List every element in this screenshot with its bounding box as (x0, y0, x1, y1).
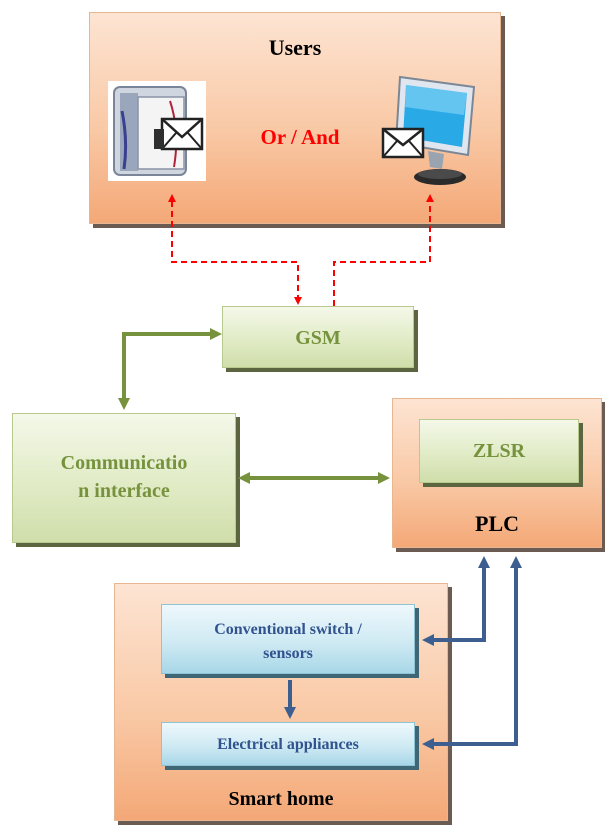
blue-arrow-plc-switch (422, 556, 490, 646)
users-box: Users Or / And (89, 12, 501, 224)
plc-title: PLC (475, 511, 519, 536)
smart-home-title: Smart home (228, 788, 334, 810)
blue-arrow-plc-appliances (422, 556, 522, 750)
red-dashed-arrow-gsm-to-fax (168, 194, 302, 305)
electrical-appliances-label: Electrical appliances (217, 736, 359, 753)
green-arrow-gsm-communication (118, 328, 222, 410)
zlsr-label: ZLSR (472, 440, 526, 462)
communication-interface-line2: n interface (78, 480, 170, 502)
users-title: Users (268, 35, 322, 60)
gsm-box: GSM (222, 306, 414, 368)
envelope-icon (381, 127, 425, 159)
electrical-appliances-box: Electrical appliances (161, 722, 415, 766)
red-dashed-arrow-gsm-to-computer (333, 194, 434, 306)
gsm-label: GSM (295, 327, 341, 349)
conventional-switch-line1: Conventional switch / (214, 621, 362, 638)
conventional-switch-line2: sensors (263, 645, 313, 662)
zlsr-box: ZLSR (419, 419, 579, 483)
smart-home-box: Conventional switch / sensors Electrical… (114, 583, 448, 821)
fax-mail-icon (108, 81, 206, 181)
plc-box: ZLSR PLC (392, 398, 602, 548)
or-and-label: Or / And (260, 125, 340, 149)
conventional-switch-sensors-box: Conventional switch / sensors (161, 604, 415, 674)
communication-interface-box: Communicatio n interface (12, 413, 236, 543)
communication-interface-line1: Communicatio (60, 452, 188, 474)
